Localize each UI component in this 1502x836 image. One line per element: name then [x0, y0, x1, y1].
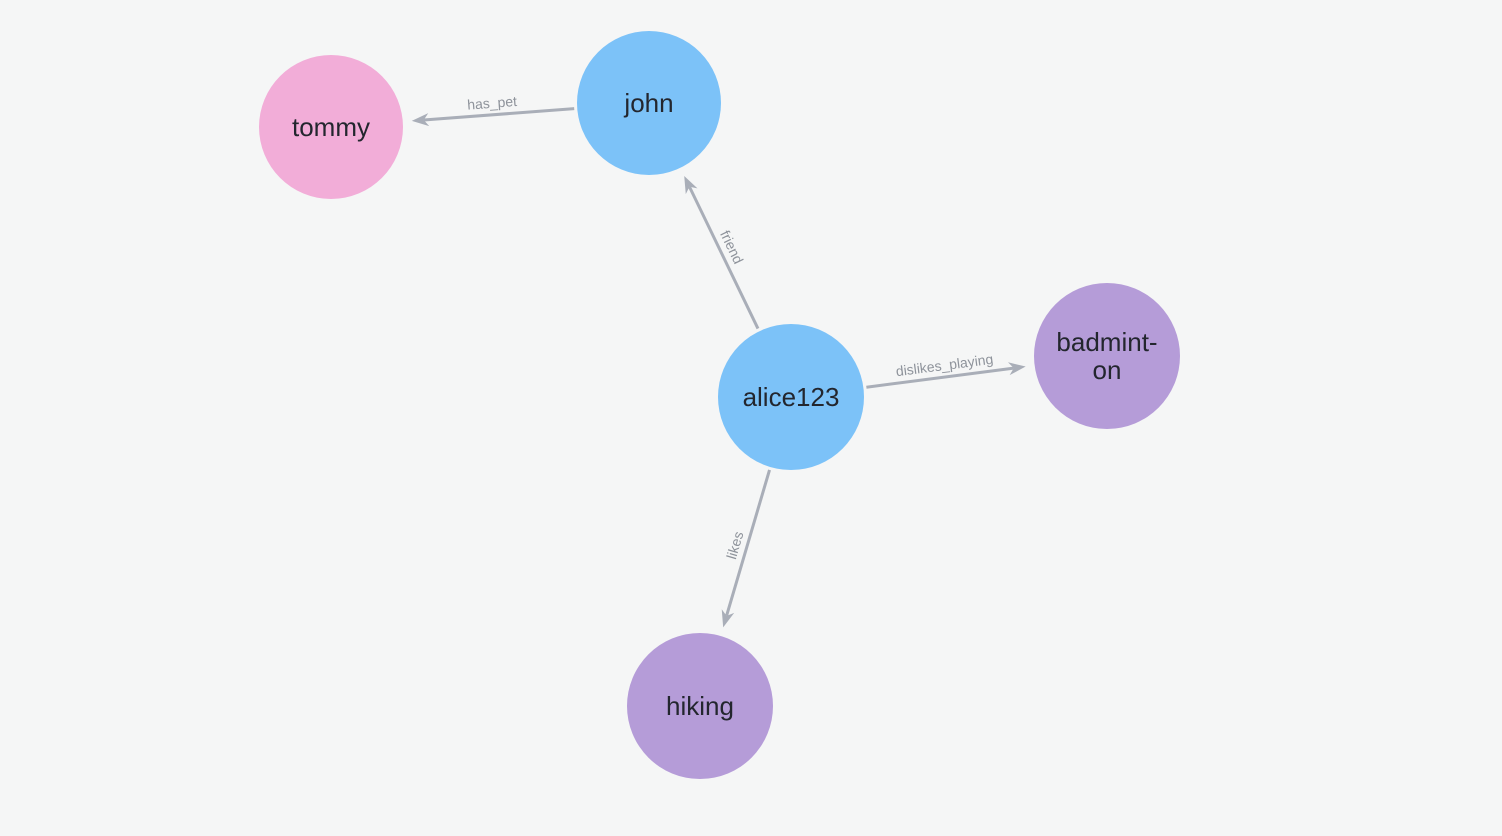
edge-arrowhead-has_pet	[411, 113, 430, 127]
node-alice123[interactable]: alice123	[718, 324, 864, 470]
edge-label-has_pet[interactable]: has_pet	[467, 93, 518, 113]
edge-arrowhead-likes	[721, 609, 735, 628]
edge-line-friend[interactable]	[688, 186, 760, 330]
edge-line-likes[interactable]	[725, 469, 771, 617]
node-tommy[interactable]: tommy	[259, 55, 403, 199]
node-circle-badminton[interactable]	[1034, 283, 1180, 429]
node-hiking[interactable]: hiking	[627, 633, 773, 779]
node-badminton[interactable]: badmint-on	[1034, 283, 1180, 429]
node-circle-john[interactable]	[577, 31, 721, 175]
edge-arrowhead-dislikes_playing	[1007, 362, 1026, 376]
edge-label-likes[interactable]: likes	[723, 530, 746, 561]
node-circle-hiking[interactable]	[627, 633, 773, 779]
node-circle-alice123[interactable]	[718, 324, 864, 470]
edge-has_pet[interactable]: has_pet	[411, 93, 575, 127]
edge-dislikes_playing[interactable]: dislikes_playing	[866, 351, 1026, 389]
node-john[interactable]: john	[577, 31, 721, 175]
node-circle-tommy[interactable]	[259, 55, 403, 199]
edge-line-has_pet[interactable]	[423, 107, 575, 122]
edge-friend[interactable]: friend	[678, 173, 760, 330]
edge-likes[interactable]: likes	[717, 469, 771, 629]
edge-label-friend[interactable]: friend	[717, 228, 747, 267]
edge-label-dislikes_playing[interactable]: dislikes_playing	[895, 351, 994, 379]
edge-arrowhead-friend	[684, 175, 698, 195]
edge-line-dislikes_playing[interactable]	[866, 366, 1014, 389]
